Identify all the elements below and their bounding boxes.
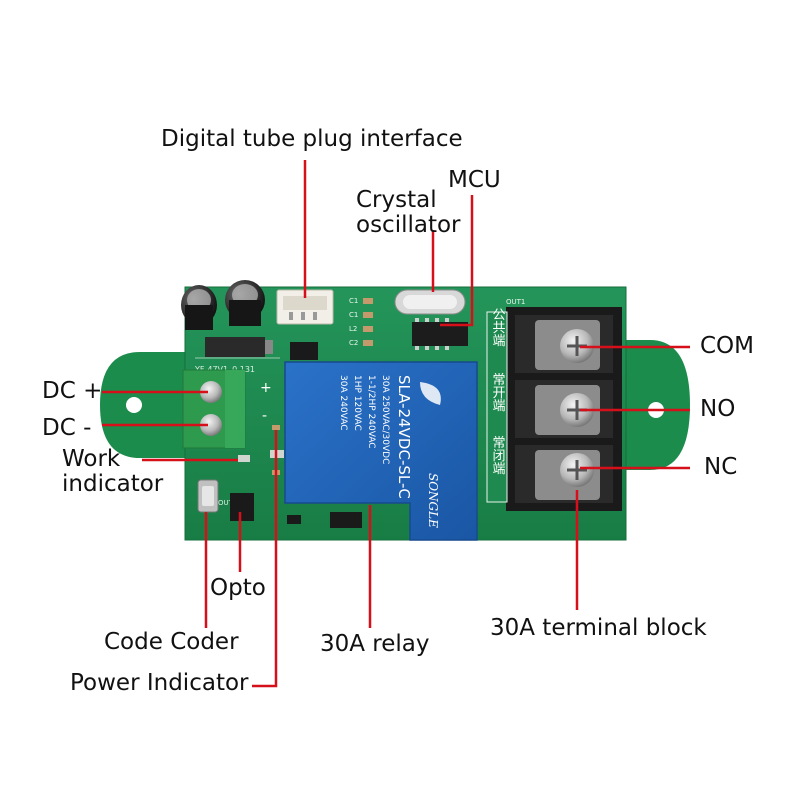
svg-text:+: + <box>260 380 272 396</box>
label-mcu: MCU <box>448 167 501 193</box>
label-terminal-block-30a: 30A terminal block <box>490 615 707 641</box>
relay-30a: SLA-24VDC-SL-C 30A 250VAC/30VDC 1-1/2HP … <box>284 361 478 541</box>
label-no: NO <box>700 396 736 422</box>
smd-components: C1 C1 L2 C2 <box>349 297 373 347</box>
svg-text:OUT: OUT <box>218 499 234 507</box>
label-crystal-oscillator: Crystal oscillator <box>356 187 461 238</box>
transistor <box>290 342 318 360</box>
label-work-indicator: Work indicator <box>62 446 164 497</box>
dc-screw-terminal <box>182 369 246 449</box>
label-digital-tube-plug-interface: Digital tube plug interface <box>161 126 463 152</box>
svg-text:C1: C1 <box>349 297 358 305</box>
svg-text:C1: C1 <box>349 311 358 319</box>
leader-power-indicator <box>252 430 278 688</box>
label-nc: NC <box>704 454 738 480</box>
terminal-label-com: 公共端 <box>490 308 506 347</box>
relay-rating-text-3: 1HP 120VAC <box>352 375 362 431</box>
leader-mcu <box>440 195 474 327</box>
svg-text:L2: L2 <box>349 325 357 333</box>
electrolytic-capacitor-2 <box>225 280 265 326</box>
relay-rating-text-1: 30A 250VAC/30VDC <box>380 375 390 464</box>
electrolytic-capacitor-1 <box>181 285 217 330</box>
relay-model-text: SLA-24VDC-SL-C <box>395 375 413 499</box>
label-dc-minus: DC - <box>42 415 92 441</box>
crystal-oscillator-component <box>394 289 466 315</box>
opto-coupler <box>230 493 254 521</box>
code-coder-button <box>197 479 219 513</box>
terminal-label-no: 常开端 <box>490 373 506 412</box>
label-opto: Opto <box>210 575 266 601</box>
relay-brand-text: SONGLE <box>426 473 440 528</box>
terminal-silkscreen: 公共端 常开端 常闭端 <box>486 308 508 503</box>
label-com: COM <box>700 333 755 359</box>
svg-text:C2: C2 <box>349 339 358 347</box>
relay-rating-text-2: 1-1/2HP 240VAC <box>366 375 376 449</box>
terminal-label-nc: 常闭端 <box>490 436 506 475</box>
label-power-indicator: Power Indicator <box>70 670 249 696</box>
leader-lines <box>102 160 690 688</box>
relay-rating-text-4: 30A 240VAC <box>338 375 348 431</box>
mounting-ear-left <box>100 352 185 458</box>
label-dc-plus: DC + <box>42 378 103 404</box>
label-code-coder: Code Coder <box>104 629 239 655</box>
svg-text:-: - <box>262 408 267 424</box>
voltage-regulator <box>205 337 273 357</box>
mcu-chip <box>412 318 468 350</box>
out1-silkscreen: OUT1 <box>506 298 525 306</box>
mounting-ear-right <box>620 340 690 470</box>
terminal-block-30a: OUT1 <box>506 298 622 511</box>
label-relay-30a: 30A relay <box>320 631 430 657</box>
